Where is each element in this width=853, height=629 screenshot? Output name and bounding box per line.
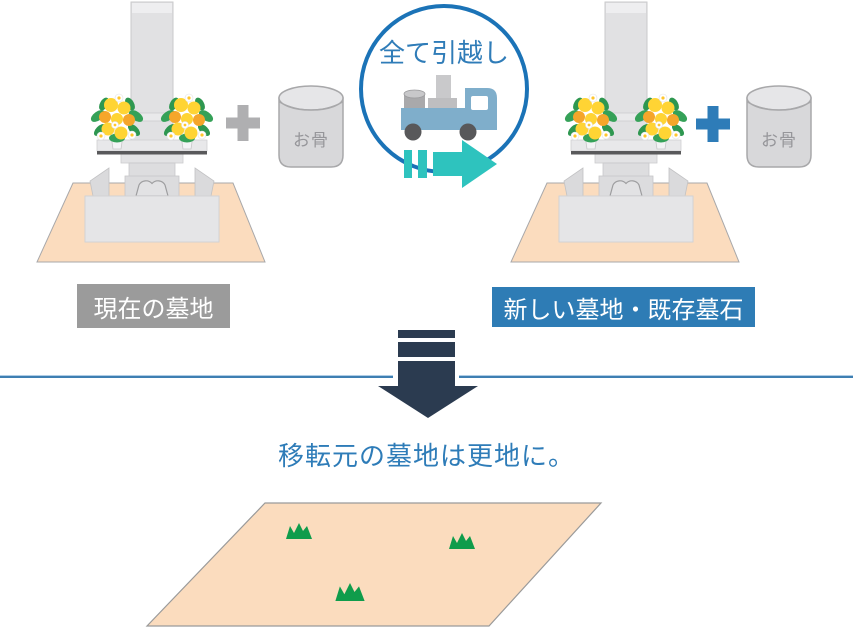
divider-line-left <box>0 375 393 378</box>
divider-line-right <box>459 375 853 378</box>
current-cemetery-label: 現在の墓地 <box>77 284 230 328</box>
moving-truck-icon <box>401 75 497 141</box>
urn-icon-new <box>745 82 813 170</box>
plus-icon-left <box>226 105 260 141</box>
urn-label-new: お骨 <box>761 131 797 150</box>
vacant-lot-illustration <box>145 502 603 627</box>
new-cemetery-label: 新しい墓地・既存墓石 <box>492 287 755 327</box>
result-caption: 移転元の墓地は更地に。 <box>277 441 575 471</box>
down-arrow-icon <box>378 330 478 418</box>
urn-icon-current <box>277 82 345 170</box>
move-all-badge-text: 全て引越し <box>378 38 509 68</box>
urn-label-current: お骨 <box>293 131 329 150</box>
right-arrow-icon <box>404 140 497 188</box>
plus-icon-right <box>696 106 730 142</box>
